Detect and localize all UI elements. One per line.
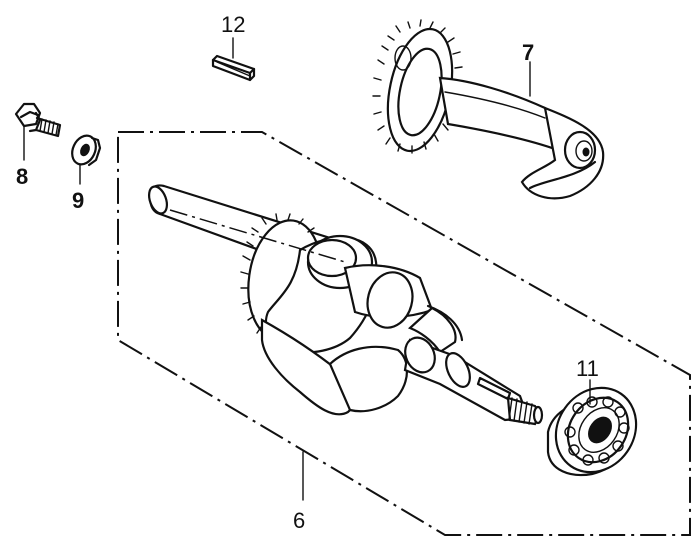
- assembly-boundary: [117, 131, 691, 536]
- callout-crankshaft: 6: [293, 508, 305, 533]
- callout-bearing: 11: [576, 356, 599, 381]
- callout-key: 12: [221, 12, 245, 37]
- callout-bolt: 8: [16, 164, 28, 189]
- balancer-gear: [372, 19, 463, 154]
- ball-bearing: [546, 386, 638, 477]
- flange-bolt: [14, 102, 62, 138]
- woodruff-key: [211, 54, 256, 82]
- balancer-shaft: [372, 19, 605, 200]
- plain-washer: [71, 134, 102, 167]
- callout-balancer: 7: [522, 40, 534, 65]
- callout-washer: 9: [72, 188, 84, 213]
